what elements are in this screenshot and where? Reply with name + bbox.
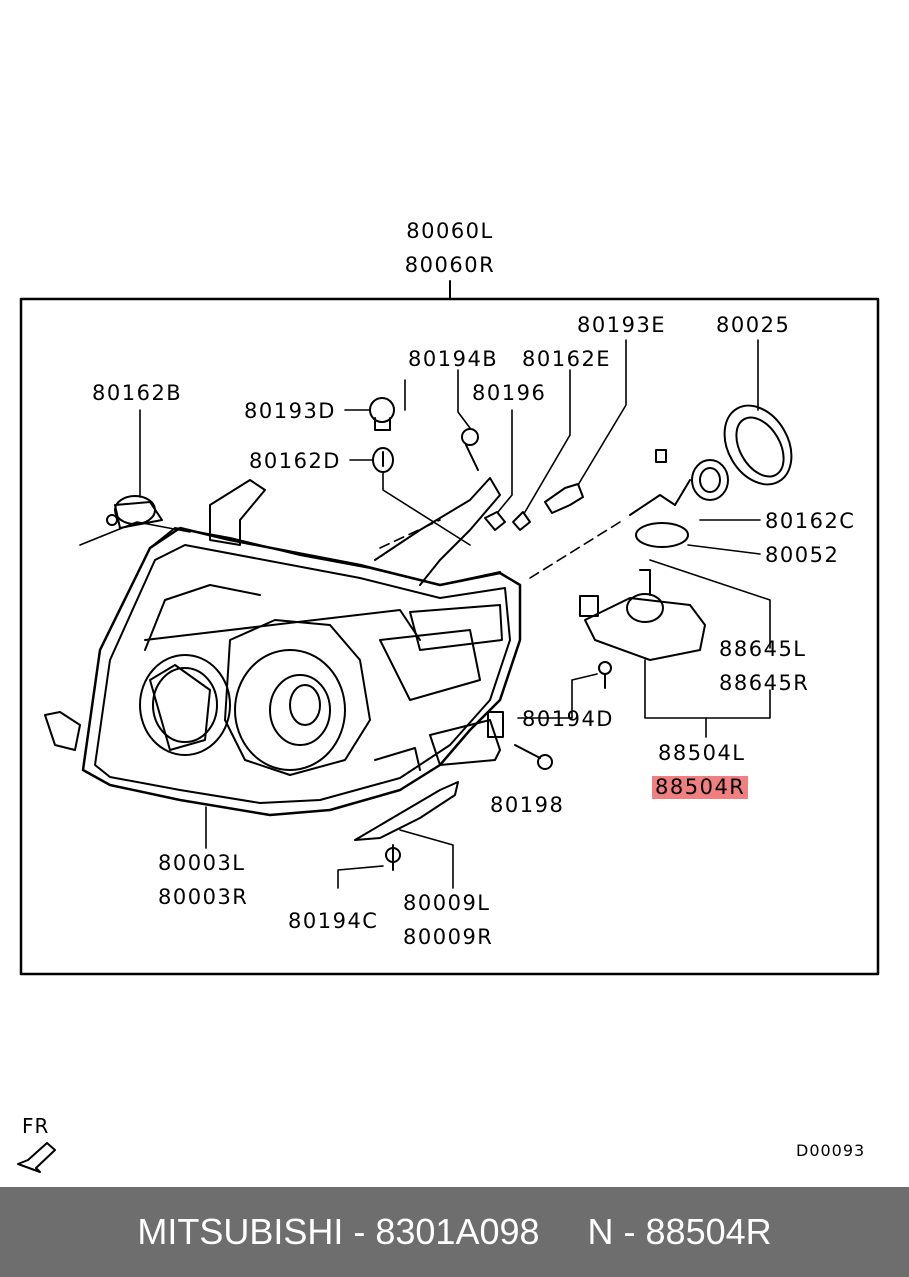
- label-80162C: 80162C: [765, 509, 856, 533]
- bulb-80162D: [372, 447, 394, 473]
- label-80198: 80198: [490, 793, 565, 817]
- socket-80193D: [369, 397, 395, 431]
- bracket-80009: [354, 747, 459, 841]
- footer-bar: MITSUBISHI - 8301A098 N - 88504R: [0, 1187, 909, 1277]
- bulb-80162C: [629, 449, 729, 516]
- socket-80193E: [544, 483, 584, 514]
- label-80194D: 80194D: [522, 707, 614, 731]
- bulb-80162B: [106, 495, 163, 529]
- nut-80196: [484, 511, 506, 531]
- label-80003L: 80003L: [158, 851, 246, 875]
- ring-80052: [635, 522, 689, 548]
- diagram-code: D00093: [796, 1141, 866, 1160]
- headlamp-housing-80003: [44, 477, 522, 817]
- footer-reference-number: N - 88504R: [587, 1211, 772, 1252]
- bulb-80162E: [512, 511, 531, 531]
- label-80193D: 80193D: [244, 399, 336, 423]
- cap-80025: [723, 404, 793, 486]
- label-80193E: 80193E: [577, 313, 667, 337]
- label-88504L: 88504L: [658, 741, 746, 765]
- label-80162E: 80162E: [522, 347, 612, 371]
- label-80009R: 80009R: [403, 925, 494, 949]
- label-80025: 80025: [716, 313, 791, 337]
- label-80196: 80196: [472, 381, 547, 405]
- screw-80194C: [385, 844, 401, 871]
- ballast-88504: [579, 569, 706, 661]
- label-80194C: 80194C: [288, 909, 379, 933]
- label-80162D: 80162D: [249, 449, 341, 473]
- label-assembly-l: 80060L: [406, 219, 494, 243]
- front-direction-arrow-icon: [17, 1142, 56, 1173]
- label-80003R: 80003R: [158, 885, 249, 909]
- leader-lines: [79, 339, 771, 889]
- bolt-80198: [514, 744, 553, 770]
- screw-80194B: [461, 428, 479, 471]
- label-88645R: 88645R: [719, 671, 810, 695]
- headlamp-exploded-diagram: [17, 280, 880, 1173]
- label-assembly-r: 80060R: [404, 253, 496, 277]
- direction-label: FR: [22, 1114, 50, 1138]
- label-80052: 80052: [765, 543, 840, 567]
- label-88504R-highlighted: 88504R: [652, 776, 749, 799]
- label-80009L: 80009L: [403, 891, 491, 915]
- label-80194B: 80194B: [408, 347, 499, 371]
- screw-80194D: [598, 661, 612, 689]
- label-88645L: 88645L: [719, 637, 807, 661]
- footer-brand-part-number: MITSUBISHI - 8301A098: [137, 1211, 540, 1252]
- label-80162B: 80162B: [92, 381, 183, 405]
